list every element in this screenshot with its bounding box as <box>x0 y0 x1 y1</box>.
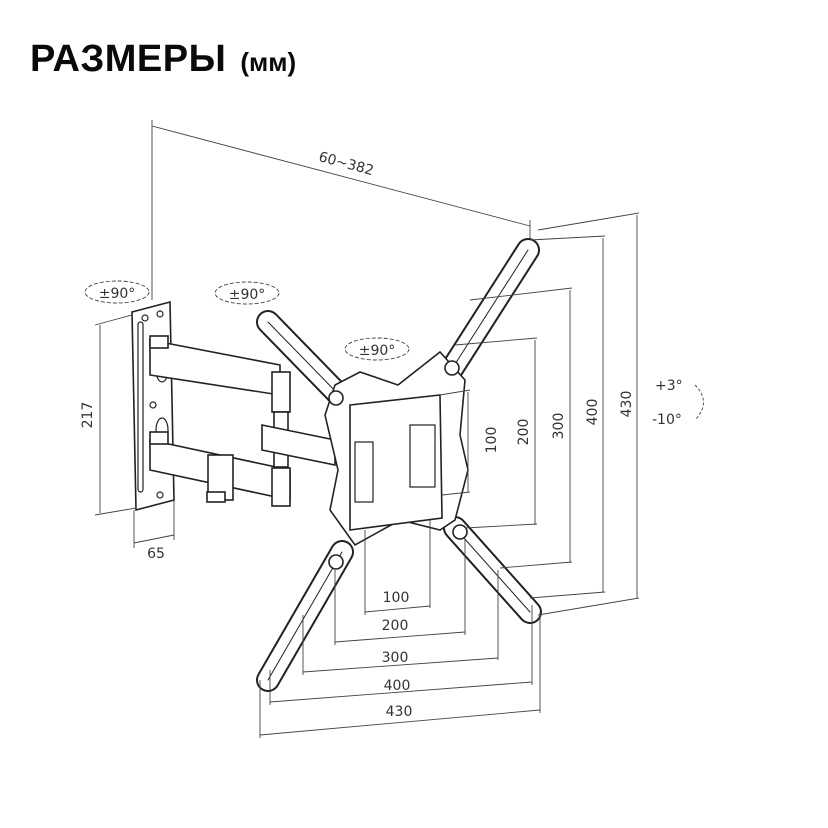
wall-plate-dimensions: 217 65 <box>80 314 175 562</box>
width-65-label: 65 <box>147 546 165 562</box>
vertical-400: 400 <box>585 399 601 426</box>
horizontal-200: 200 <box>382 618 409 634</box>
wall-swivel-label: ±90° <box>99 286 136 302</box>
title-text: РАЗМЕРЫ <box>30 38 227 80</box>
height-217-label: 217 <box>80 402 96 429</box>
vertical-430: 430 <box>619 391 635 418</box>
extension-label: 60~382 <box>317 149 376 179</box>
vertical-200: 200 <box>516 419 532 446</box>
vesa-arms <box>256 238 542 692</box>
plate-rotation-label: ±90° <box>359 343 396 359</box>
vertical-100: 100 <box>484 427 500 454</box>
page-title: РАЗМЕРЫ (мм) <box>30 38 296 81</box>
horizontal-400: 400 <box>384 678 411 694</box>
center-plate <box>324 350 469 570</box>
horizontal-dimensions: 100 200 300 400 430 <box>259 520 541 738</box>
vertical-dimensions: 100 200 300 400 430 <box>439 212 640 616</box>
tilt-down-label: -10° <box>652 412 682 428</box>
arm-swivel-label: ±90° <box>229 287 266 303</box>
tilt-up-label: +3° <box>655 378 683 394</box>
horizontal-100: 100 <box>383 590 410 606</box>
horizontal-430: 430 <box>386 704 413 720</box>
vertical-300: 300 <box>551 413 567 440</box>
title-unit: (мм) <box>240 47 297 77</box>
rotation-labels: ±90° ±90° ±90° +3° -10° <box>84 280 704 428</box>
swing-arms <box>149 335 336 507</box>
extension-dimension: 60~382 <box>151 120 531 300</box>
wall-plate <box>131 300 175 512</box>
horizontal-300: 300 <box>382 650 409 666</box>
